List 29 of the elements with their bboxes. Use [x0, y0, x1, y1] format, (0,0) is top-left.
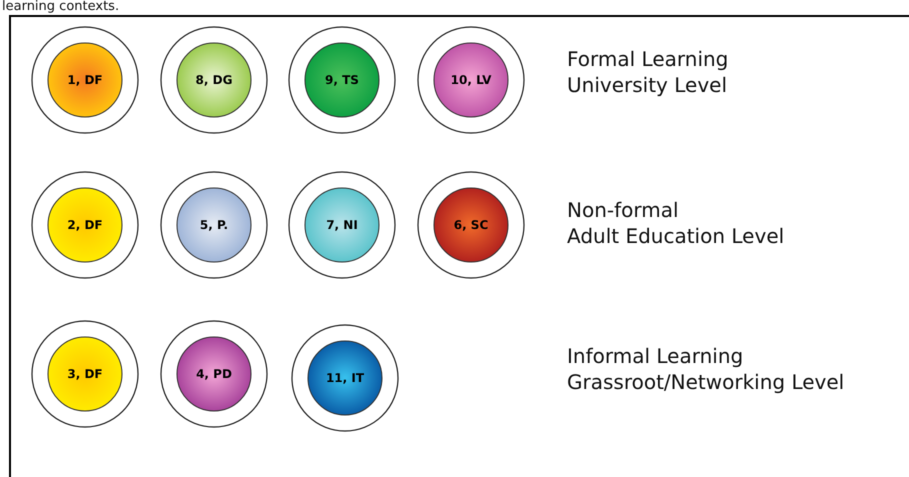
ringed-circle — [160, 171, 268, 279]
ringed-circle — [31, 320, 139, 428]
circle-label: 8, DG — [196, 73, 232, 87]
circle-label: 1, DF — [67, 73, 103, 87]
circle-label: 7, NI — [326, 218, 358, 232]
circle-label: 11, IT — [326, 371, 364, 385]
ringed-circle — [31, 171, 139, 279]
ringed-circle — [291, 324, 399, 432]
ringed-circle — [160, 26, 268, 134]
row-label: Formal Learning — [567, 46, 728, 72]
row-label: Adult Education Level — [567, 223, 784, 249]
ringed-circle — [417, 26, 525, 134]
circle-label: 2, DF — [67, 218, 103, 232]
ringed-circle — [417, 171, 525, 279]
ringed-circle — [288, 26, 396, 134]
circle-label: 10, LV — [450, 73, 492, 87]
row-label: University Level — [567, 72, 728, 98]
row-label: Grassroot/Networking Level — [567, 369, 844, 395]
ringed-circle — [288, 171, 396, 279]
ringed-circle — [31, 26, 139, 134]
row-label: Non-formal — [567, 197, 679, 223]
row-label: Informal Learning — [567, 343, 744, 369]
circle-label: 9, TS — [325, 73, 359, 87]
circle-label: 6, SC — [454, 218, 488, 232]
circle-label: 5, P. — [200, 218, 228, 232]
title-text: learning contexts. — [2, 0, 120, 14]
circle-label: 4, PD — [196, 367, 232, 381]
ringed-circle — [160, 320, 268, 428]
circle-label: 3, DF — [67, 367, 103, 381]
